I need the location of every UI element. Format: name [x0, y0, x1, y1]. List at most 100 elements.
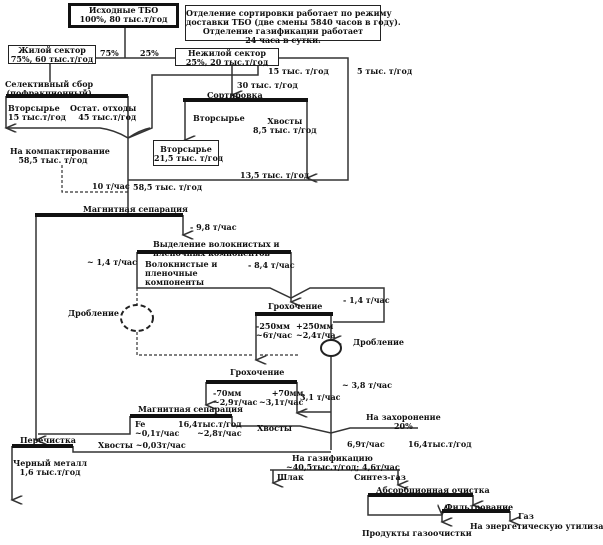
compaction-line-1: На компактирование — [10, 146, 110, 156]
recyclables-box: Вторсырье 21,5 тыс. т/год — [153, 140, 224, 166]
screen1-minus: -250мм~6т/час — [256, 322, 292, 340]
absorb-title: Абсорбционная очистка — [376, 485, 490, 495]
fiber-c2: пленочные — [145, 268, 198, 278]
flow-3-8: ~ 3,8 т/час — [342, 380, 392, 390]
flow-58-5: 58,5 тыс. т/год — [133, 182, 203, 192]
gasif-title: На газификацию — [292, 453, 373, 463]
selective-rest-label: Остат. отходы — [70, 103, 137, 113]
flow-5: 5 тыс. т/год — [357, 66, 413, 76]
recyclables-value: 21,5 тыс. т/год — [154, 153, 224, 163]
screen1-minus-size: -250мм — [256, 321, 290, 331]
note-box: Отделение сортировки работает по режиму … — [185, 5, 401, 45]
nonresidential-box: Нежилой сектор 25%, 20 тыс.т/год — [175, 48, 279, 67]
screen1-return: - 1,4 т/час — [343, 295, 390, 305]
compaction-line-2: 58,5 тыс. т/год — [18, 155, 88, 165]
flow-30: 30 тыс. т/год — [237, 80, 298, 90]
screen1-plus-size: +250мм — [296, 321, 334, 331]
note-line: Отделение сортировки работает по режиму — [186, 8, 392, 18]
ferrous-metal-value: 1,6 тыс.т/год — [19, 467, 81, 477]
note-line: Отделение газификации работает — [202, 26, 364, 36]
sorting-title: Сортировка — [207, 90, 263, 100]
filter-title: Фильтрование — [445, 502, 514, 512]
screen2-plus: +70мм~3,1т/час — [259, 389, 303, 407]
fiber-c1: Волокнистые и — [145, 259, 218, 269]
share-25: 25% — [140, 48, 159, 58]
screen1-minus-rate: ~6т/час — [256, 330, 293, 340]
gasif-value: ~40,5тыс.т/год; 4,6т/час — [286, 462, 400, 472]
mag2-fe-rate: ~0,1т/час — [135, 428, 180, 438]
sorting-tails-value: 8,5 тыс. т/год — [253, 125, 317, 135]
landfill-value: 16,4тыс.т/год — [408, 439, 472, 449]
screen2-plus-size: +70мм — [271, 388, 304, 398]
fiber-title-2: пленочных компонентов — [153, 248, 270, 258]
nonresidential-value: 25%, 20 тыс.т/год — [185, 57, 269, 67]
screen2-plus-rate: ~3,1т/час — [259, 397, 304, 407]
landfill-title: На захоронение — [366, 412, 441, 422]
energy-label: На энергетическую утилизацию — [470, 521, 603, 531]
residential-box: Жилой сектор 75%, 60 тыс.т/год — [8, 45, 96, 64]
mag2-rest-value: 16,4тыс.т/год — [178, 419, 242, 429]
note-line: доставки ТБО (две смены 5840 часов в год… — [186, 17, 401, 27]
sorting-tails-label: Хвосты — [267, 116, 303, 126]
residential-value: 75%, 60 тыс.т/год — [10, 54, 94, 64]
ferrous-metal-label: Черный металл — [13, 458, 88, 468]
cleaning-title: Перечистка — [20, 435, 76, 445]
source-value: 100%, 80 тыс.т/год — [79, 14, 168, 24]
landfill-rate: 6,9т/час — [347, 439, 385, 449]
fiber-flow-right: - 8,4 т/час — [248, 260, 295, 270]
crush2-label: Дробление — [353, 337, 404, 347]
flow-10: 10 т/час — [92, 181, 130, 191]
mag2-tails: Хвосты — [257, 423, 292, 433]
screen1-plus: +250мм~2,4т/ча — [296, 322, 336, 340]
mag1-flow: - 9,8 т/час — [190, 222, 237, 232]
crush1-label: Дробление — [68, 308, 119, 318]
source-box: Исходные ТБО 100%, 80 тыс.т/год — [68, 3, 179, 28]
crusher-2-symbol — [320, 339, 342, 357]
screen2-title: Грохочение — [230, 367, 285, 377]
fiber-flow-left: ~ 1,4 т/час — [87, 257, 137, 267]
fiber-c3: компоненты — [145, 277, 205, 287]
mag2-fe: Fe~0,1т/час — [135, 420, 179, 438]
mag2-rest: 16,4тыс.т/год~2,8т/час — [178, 420, 242, 438]
crusher-1-symbol — [120, 304, 154, 332]
flow-15: 15 тыс. т/год — [268, 66, 329, 76]
mag2-title: Магнитная сепарация — [138, 404, 243, 414]
flow-13-5: 13,5 тыс. т/год — [240, 170, 310, 180]
mag1-title: Магнитная сепарация — [83, 204, 188, 214]
selective-title-2: (пофракционный) — [6, 88, 92, 98]
selective-recyc-label: Вторсырье — [8, 103, 60, 113]
products-label: Продукты газоочистки — [362, 528, 472, 538]
flow-3-1: 3,1 т/час — [300, 392, 341, 402]
landfill-pct: 20% — [393, 421, 413, 431]
syngas-label: Синтез-газ — [354, 472, 406, 482]
selective-title: Селективный сбор(пофракционный) — [5, 80, 93, 98]
slag-label: Шлак — [277, 472, 304, 482]
screen2-minus-size: -70мм — [213, 388, 242, 398]
selective-title-1: Селективный сбор — [5, 79, 94, 89]
screen2-minus-rate: ~2,9т/час — [213, 397, 258, 407]
residential-title: Жилой сектор — [18, 45, 86, 55]
note-line: 24 часа в сутки. — [245, 35, 321, 45]
sorting-recyc: Вторсырье — [193, 113, 245, 123]
fiber-title-1: Выделение волокнистых и — [153, 239, 280, 249]
mag2-fe-label: Fe — [135, 419, 146, 429]
source-title: Исходные ТБО — [88, 5, 159, 15]
gas-label: Газ — [518, 511, 534, 521]
selective-recyc-value: 15 тыс.т/год — [8, 112, 66, 122]
recyclables-title: Вторсырье — [160, 144, 212, 154]
share-75: 75% — [100, 48, 119, 58]
compaction-label: На компактирование 58,5 тыс. т/год — [10, 147, 110, 165]
screen2-minus: -70мм~2,9т/час — [213, 389, 257, 407]
nonresidential-title: Нежилой сектор — [188, 48, 266, 58]
mag2-rest-rate: ~2,8т/час — [197, 428, 242, 438]
screen1-title: Грохочение — [268, 301, 323, 311]
